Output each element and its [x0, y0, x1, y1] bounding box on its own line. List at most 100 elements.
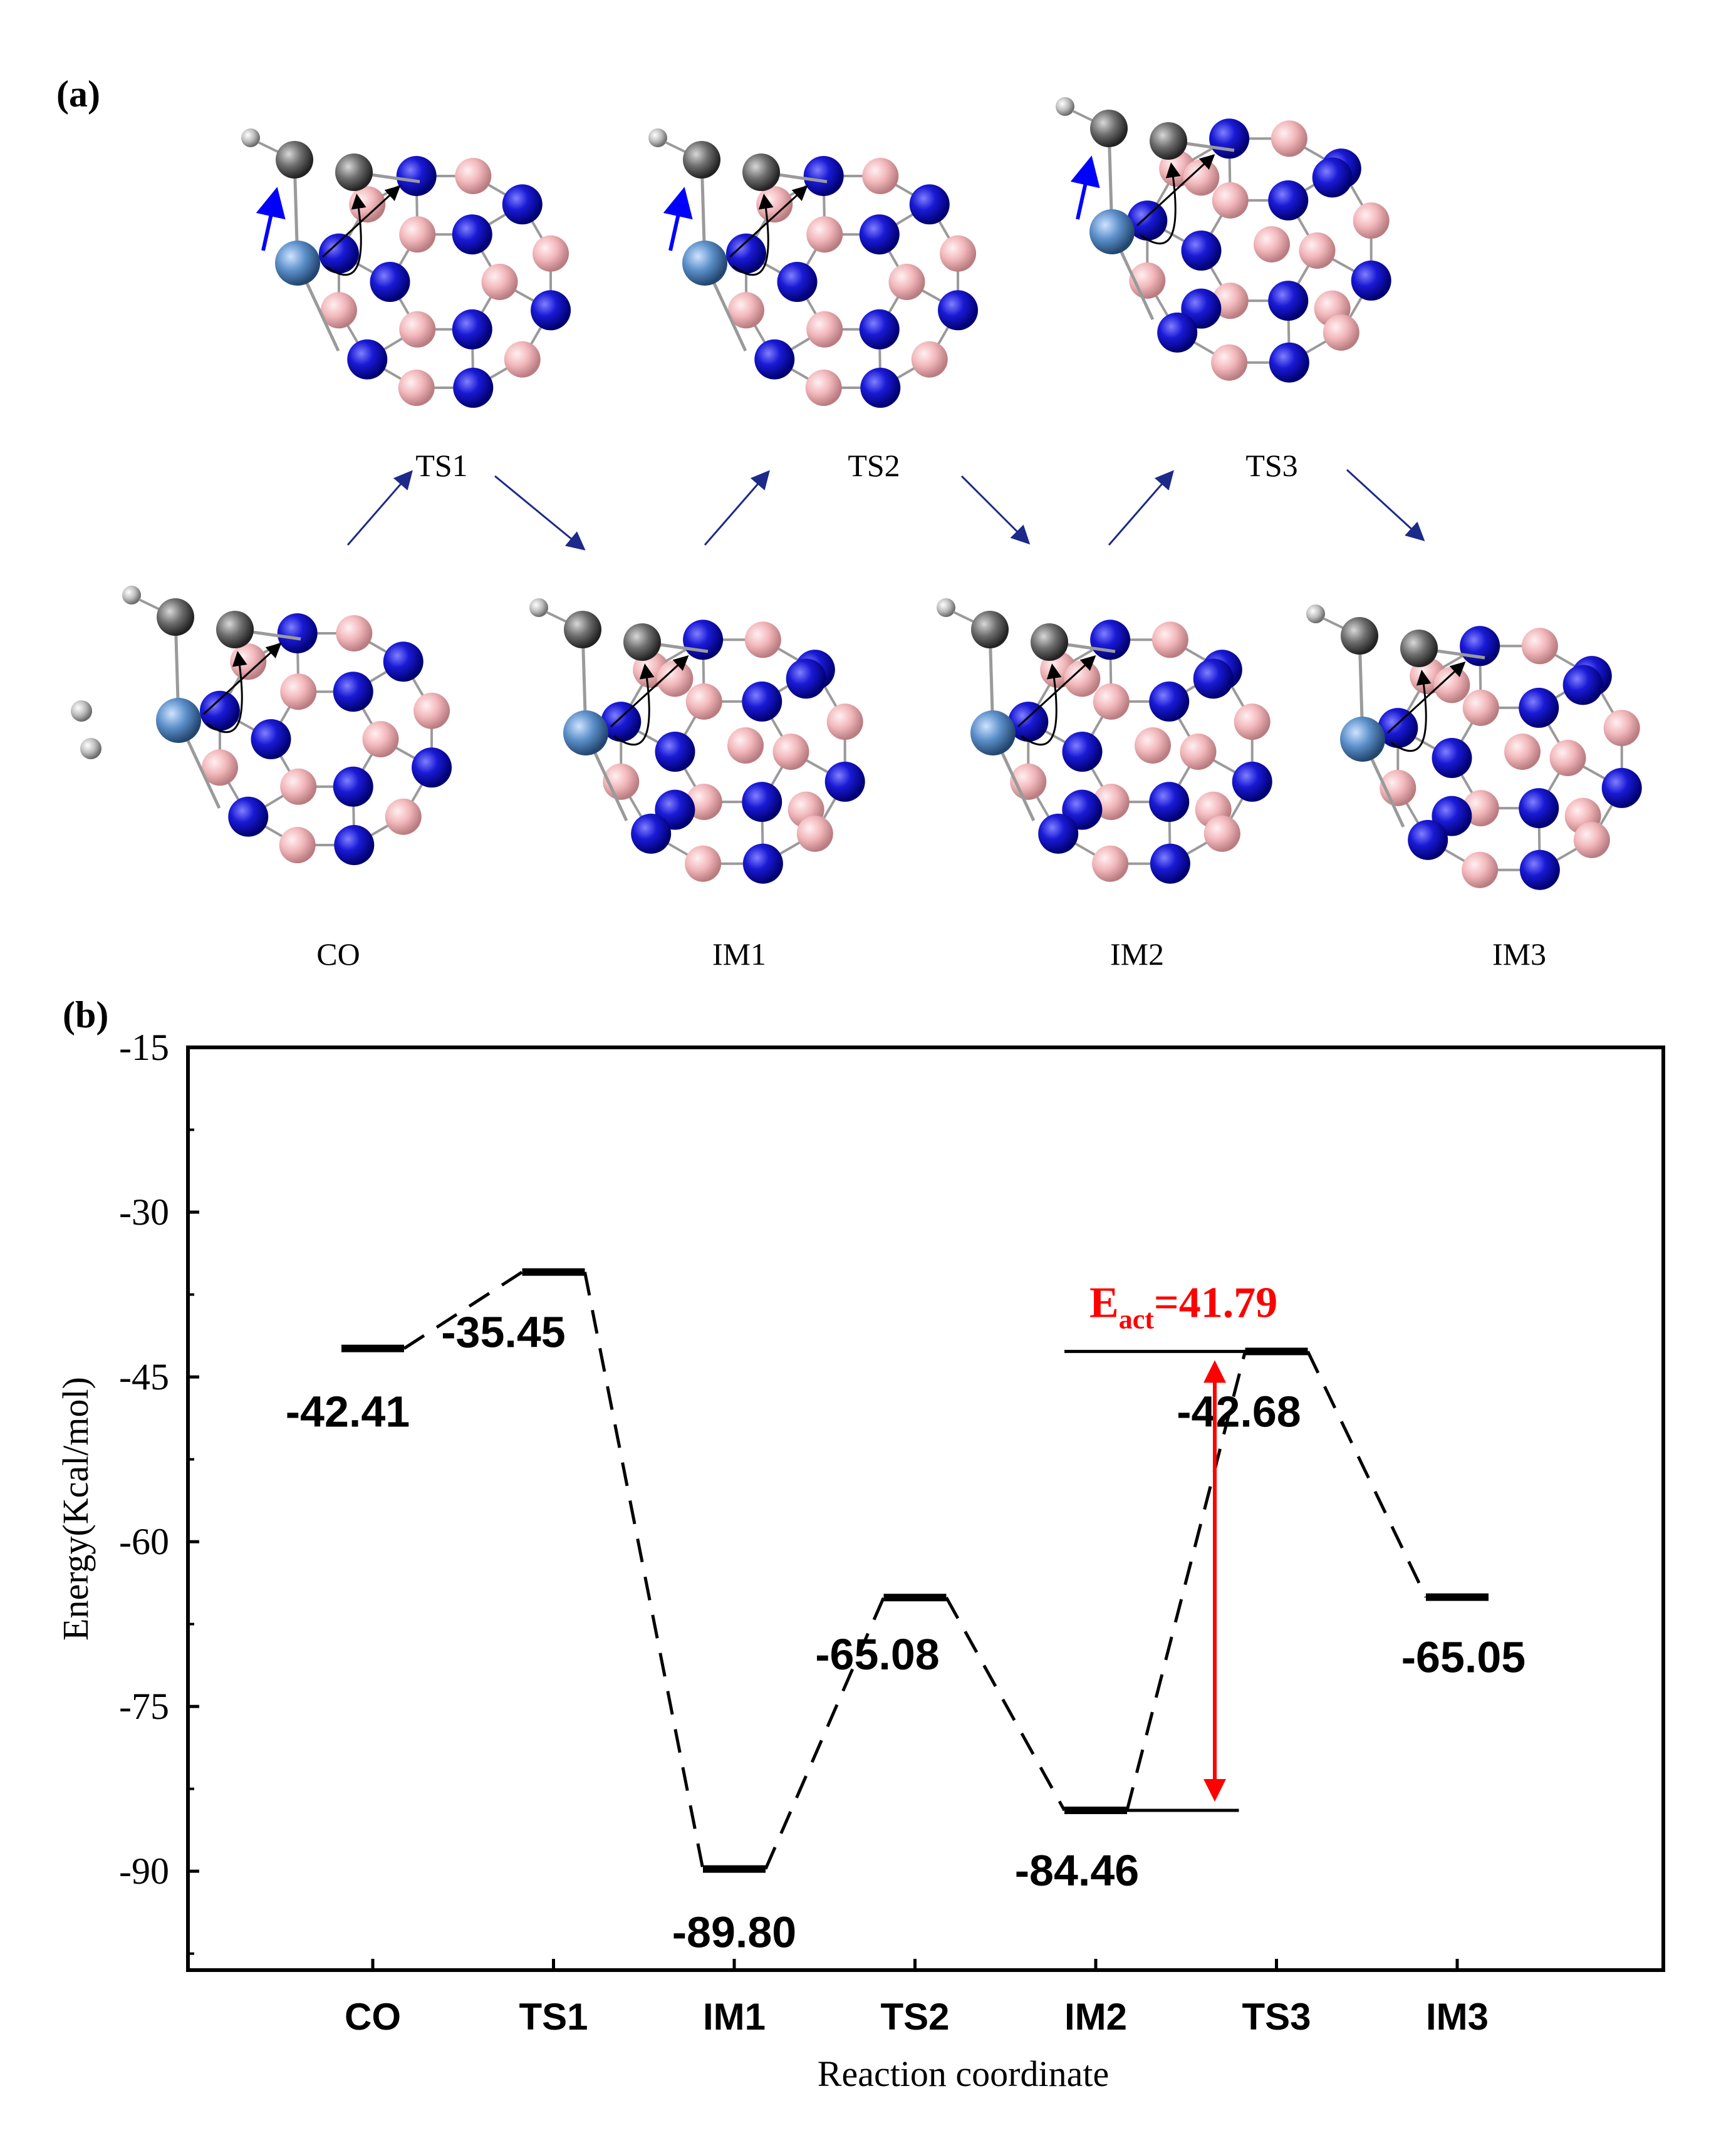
y-axis-title: Energy(Kcal/mol)	[55, 1377, 96, 1641]
carbon-atom	[1341, 617, 1378, 655]
angle-arc	[1390, 670, 1432, 752]
reaction-flow-arrows	[346, 469, 1425, 551]
nitrogen-atom	[251, 719, 291, 759]
boron-atom	[805, 370, 842, 407]
angle-arc	[613, 663, 655, 746]
boron-atom	[772, 734, 809, 770]
nitrogen-atom	[502, 184, 543, 225]
eact-value: =41.79	[1154, 1279, 1277, 1327]
nitrogen-atom	[824, 761, 865, 802]
cage-atoms	[318, 155, 571, 408]
hydrogen-atom	[241, 128, 260, 147]
boron-atom	[399, 216, 436, 253]
carbon-atom	[683, 141, 720, 179]
boron-atom	[1323, 314, 1359, 351]
adsorbate	[241, 128, 420, 352]
nitrogen-atom	[655, 732, 695, 772]
nitrogen-atom	[938, 290, 979, 331]
boron-atom	[336, 615, 373, 651]
nitrogen-atom	[1519, 849, 1560, 890]
x-tick-label: TS2	[880, 1996, 949, 2038]
nitrogen-atom	[412, 747, 452, 788]
nitrogen-atom	[1149, 782, 1190, 822]
flow-arrow-ts1-im1	[494, 475, 586, 551]
boron-atom	[1151, 621, 1188, 658]
panel-a-label: (a)	[56, 73, 100, 115]
cage-atoms	[601, 620, 865, 884]
distance-arrow	[202, 642, 282, 715]
vibration-vector	[256, 187, 286, 251]
hydrogen-atom	[529, 598, 548, 617]
cage-atoms	[725, 155, 979, 408]
structure-ts1: TS1	[241, 128, 571, 483]
nitrogen-atom	[786, 658, 826, 699]
boron-atom	[727, 727, 764, 764]
value-label-co: -42.41	[286, 1388, 410, 1436]
nitrogen-atom	[228, 796, 269, 837]
cage-atoms	[1127, 118, 1391, 383]
nitrogen-atom	[199, 690, 240, 731]
connector-line	[1306, 1351, 1428, 1598]
nitrogen-atom	[1268, 180, 1309, 221]
nitrogen-atom	[742, 843, 783, 884]
connector-line	[764, 1597, 885, 1870]
nitrogen-atom	[859, 309, 900, 350]
boron-atom	[201, 749, 238, 786]
structure-label: TS2	[848, 448, 900, 483]
boron-atom	[888, 264, 925, 300]
nitrogen-atom	[1127, 200, 1168, 241]
angle-arc	[1021, 663, 1062, 746]
boron-atom	[1521, 628, 1558, 665]
x-axis-title: Reaction coordinate	[818, 2053, 1109, 2094]
nitrogen-atom	[777, 262, 818, 302]
structure-label: IM2	[1110, 937, 1164, 972]
boron-atom	[1504, 734, 1541, 770]
flow-arrow-im1-ts2	[704, 470, 770, 546]
distance-arrow	[1017, 655, 1096, 728]
value-label-ts2: -65.08	[815, 1630, 939, 1679]
boron-atom	[1211, 344, 1248, 381]
nitrogen-atom	[1062, 732, 1103, 772]
value-label-im3: -65.05	[1401, 1633, 1525, 1682]
nitrogen-atom	[1181, 231, 1222, 271]
metal-atom	[156, 698, 201, 743]
boron-atom	[385, 798, 422, 835]
hydrogen-atom	[1056, 97, 1074, 116]
x-tick-label: TS1	[519, 1996, 588, 2038]
boron-atom	[1180, 734, 1217, 770]
boron-atom	[1603, 710, 1640, 747]
boron-atom	[1462, 851, 1499, 888]
x-tick-label: TS3	[1242, 1996, 1311, 2038]
activation-energy-label: Eact=41.79	[1089, 1279, 1277, 1334]
x-tick-label: IM3	[1426, 1996, 1489, 2038]
nitrogen-atom	[333, 766, 373, 807]
distance-arrow	[610, 655, 689, 728]
eact-subscript: act	[1119, 1304, 1155, 1334]
nitrogen-atom	[383, 641, 424, 682]
eact-prefix: E	[1089, 1279, 1119, 1327]
carbon-atom	[1090, 110, 1128, 147]
metal-atom	[1340, 717, 1385, 762]
nitrogen-atom	[725, 233, 766, 274]
value-label-im2: -84.46	[1015, 1846, 1139, 1895]
boron-atom	[806, 216, 843, 253]
nitrogen-atom	[334, 825, 375, 866]
adsorbate	[71, 586, 301, 809]
nitrogen-atom	[683, 620, 724, 660]
adsorbate	[1306, 605, 1485, 828]
y-tick-label: -15	[119, 1027, 169, 1068]
carbon-atom	[157, 598, 194, 636]
nitrogen-atom	[742, 782, 782, 822]
connector-line	[403, 1270, 523, 1350]
boron-atom	[1092, 845, 1129, 882]
angle-arc	[206, 651, 247, 734]
carbon-atom	[564, 611, 601, 648]
flow-arrow-ts3-im3	[1346, 469, 1425, 542]
nitrogen-atom	[1268, 281, 1309, 321]
boron-atom	[280, 673, 317, 710]
value-label-ts3: -42.68	[1177, 1387, 1301, 1436]
vibration-vector	[1070, 155, 1100, 220]
boron-atom	[862, 157, 899, 194]
cage-atoms	[1008, 620, 1272, 884]
